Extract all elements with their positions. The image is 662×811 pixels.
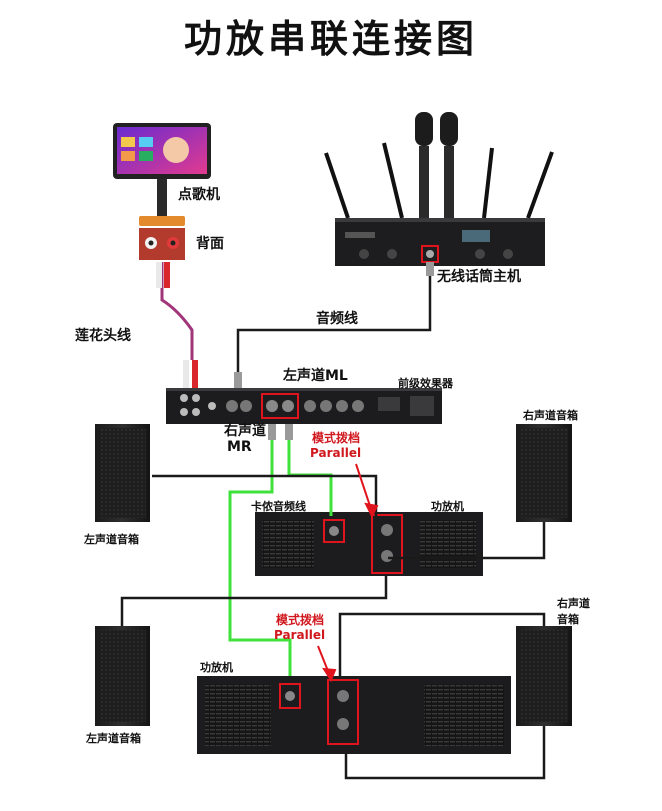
- left-speaker-top: [95, 424, 150, 522]
- rca-cable-label: 莲花头线: [75, 328, 131, 344]
- right-speaker-bottom: [516, 626, 572, 726]
- amplifier-1-label: 功放机: [431, 500, 464, 513]
- audio-cable-label: 音频线: [316, 311, 358, 327]
- mode-switch-1-en: Parallel: [310, 446, 362, 460]
- pre-effector-label: 前级效果器: [398, 377, 453, 390]
- audio-cable: [236, 262, 432, 388]
- left-channel-ml-label: 左声道ML: [283, 368, 348, 384]
- song-machine-label: 点歌机: [178, 187, 220, 203]
- right-speaker-bottom-label-line1: 右声道: [557, 597, 590, 610]
- mode-switch-1-cn: 模式拨档: [312, 431, 361, 445]
- wireless-mic-label: 无线话筒主机: [437, 269, 521, 285]
- left-speaker-bottom-label: 左声道音箱: [86, 732, 141, 745]
- wireless-mic-receiver: [324, 112, 554, 266]
- rca-cable: [156, 262, 198, 388]
- mode-switch-2-cn: 模式拨档: [276, 613, 325, 627]
- rear-panel: [139, 228, 185, 260]
- right-speaker-top: [516, 424, 572, 522]
- song-machine: [113, 123, 211, 226]
- amplifier-2: [197, 676, 511, 754]
- mode-switch-arrows: [317, 463, 379, 683]
- page-title: 功放串联连接图: [183, 17, 478, 61]
- right-channel-label-line1: 右声道: [224, 423, 266, 439]
- rear-panel-label: 背面: [196, 236, 224, 252]
- left-speaker-bottom: [95, 626, 150, 726]
- amplifier-1: [255, 512, 483, 576]
- speaker-cables: [120, 474, 546, 780]
- amplifier-2-label: 功放机: [200, 661, 233, 674]
- right-speaker-bottom-label-line2: 音箱: [557, 613, 579, 626]
- right-speaker-top-label: 右声道音箱: [523, 409, 578, 422]
- left-speaker-top-label: 左声道音箱: [84, 533, 139, 546]
- xlr-cable-label: 卡侬音频线: [251, 500, 306, 513]
- right-channel-label-line2: MR: [227, 439, 252, 455]
- mode-switch-2-en: Parallel: [274, 628, 326, 642]
- pre-effector: [166, 388, 442, 424]
- cable-connectors: [234, 262, 434, 440]
